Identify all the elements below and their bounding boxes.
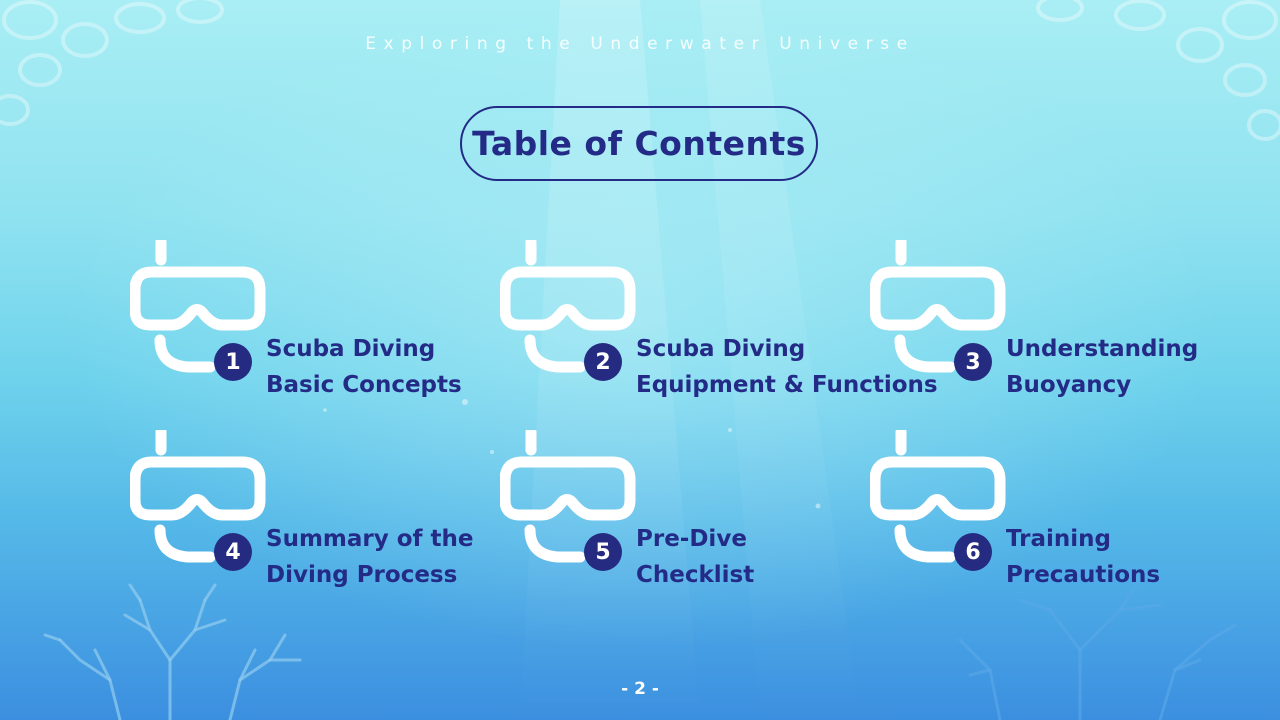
- toc-number-badge: 4: [214, 533, 252, 571]
- toc-item-label-line1: Pre-Dive: [636, 526, 747, 552]
- toc-number-badge: 6: [954, 533, 992, 571]
- toc-item-label-line1: Summary of the: [266, 526, 474, 552]
- toc-item-label: Scuba Diving Basic Concepts: [266, 331, 566, 403]
- toc-item-label-line2: Precautions: [1006, 562, 1161, 588]
- caustic-pattern-right: [1036, 0, 1280, 141]
- snorkel-mask-icon: [130, 430, 266, 563]
- toc-item-label-line2: Buoyancy: [1006, 372, 1132, 398]
- toc-item-label-line1: Training: [1006, 526, 1112, 552]
- page-number: - 2 -: [621, 679, 659, 699]
- coral-right: [958, 578, 1237, 720]
- toc-item-label-line2: Equipment & Functions: [636, 372, 938, 398]
- caustic-pattern-left: [0, 0, 224, 126]
- toc-number-badge: 3: [954, 343, 992, 381]
- toc-item-label: Scuba Diving Equipment & Functions: [636, 331, 938, 403]
- toc-item-label: Training Precautions: [1006, 521, 1280, 593]
- snorkel-mask-icon: [870, 240, 1006, 373]
- toc-number-badge: 1: [214, 343, 252, 381]
- toc-item-6[interactable]: 6 Training Precautions: [870, 430, 1210, 588]
- toc-item-label-line2: Checklist: [636, 562, 755, 588]
- page-title: Table of Contents: [460, 106, 818, 181]
- toc-item-4[interactable]: 4 Summary of the Diving Process: [130, 430, 474, 588]
- toc-item-label: Understanding Buoyancy: [1006, 331, 1280, 403]
- toc-item-label-line1: Scuba Diving: [266, 336, 436, 362]
- toc-number-badge: 5: [584, 533, 622, 571]
- toc-item-5[interactable]: 5 Pre-Dive Checklist: [500, 430, 840, 588]
- snorkel-mask-icon: [130, 240, 266, 373]
- coral-left: [43, 583, 302, 720]
- toc-item-label: Summary of the Diving Process: [266, 521, 566, 593]
- toc-item-label: Pre-Dive Checklist: [636, 521, 936, 593]
- toc-number-badge: 2: [584, 343, 622, 381]
- toc-item-2[interactable]: 2 Scuba Diving Equipment & Functions: [500, 240, 938, 398]
- presentation-subtitle: Exploring the Underwater Universe: [365, 34, 915, 54]
- snorkel-mask-icon: [870, 430, 1006, 563]
- toc-item-label-line1: Understanding: [1006, 336, 1199, 362]
- snorkel-mask-icon: [500, 240, 636, 373]
- snorkel-mask-icon: [500, 430, 636, 563]
- toc-item-label-line2: Diving Process: [266, 562, 458, 588]
- toc-item-label-line2: Basic Concepts: [266, 372, 462, 398]
- bubbles: [323, 388, 1102, 509]
- toc-item-1[interactable]: 1 Scuba Diving Basic Concepts: [130, 240, 470, 398]
- toc-item-3[interactable]: 3 Understanding Buoyancy: [870, 240, 1210, 398]
- toc-item-label-line1: Scuba Diving: [636, 336, 806, 362]
